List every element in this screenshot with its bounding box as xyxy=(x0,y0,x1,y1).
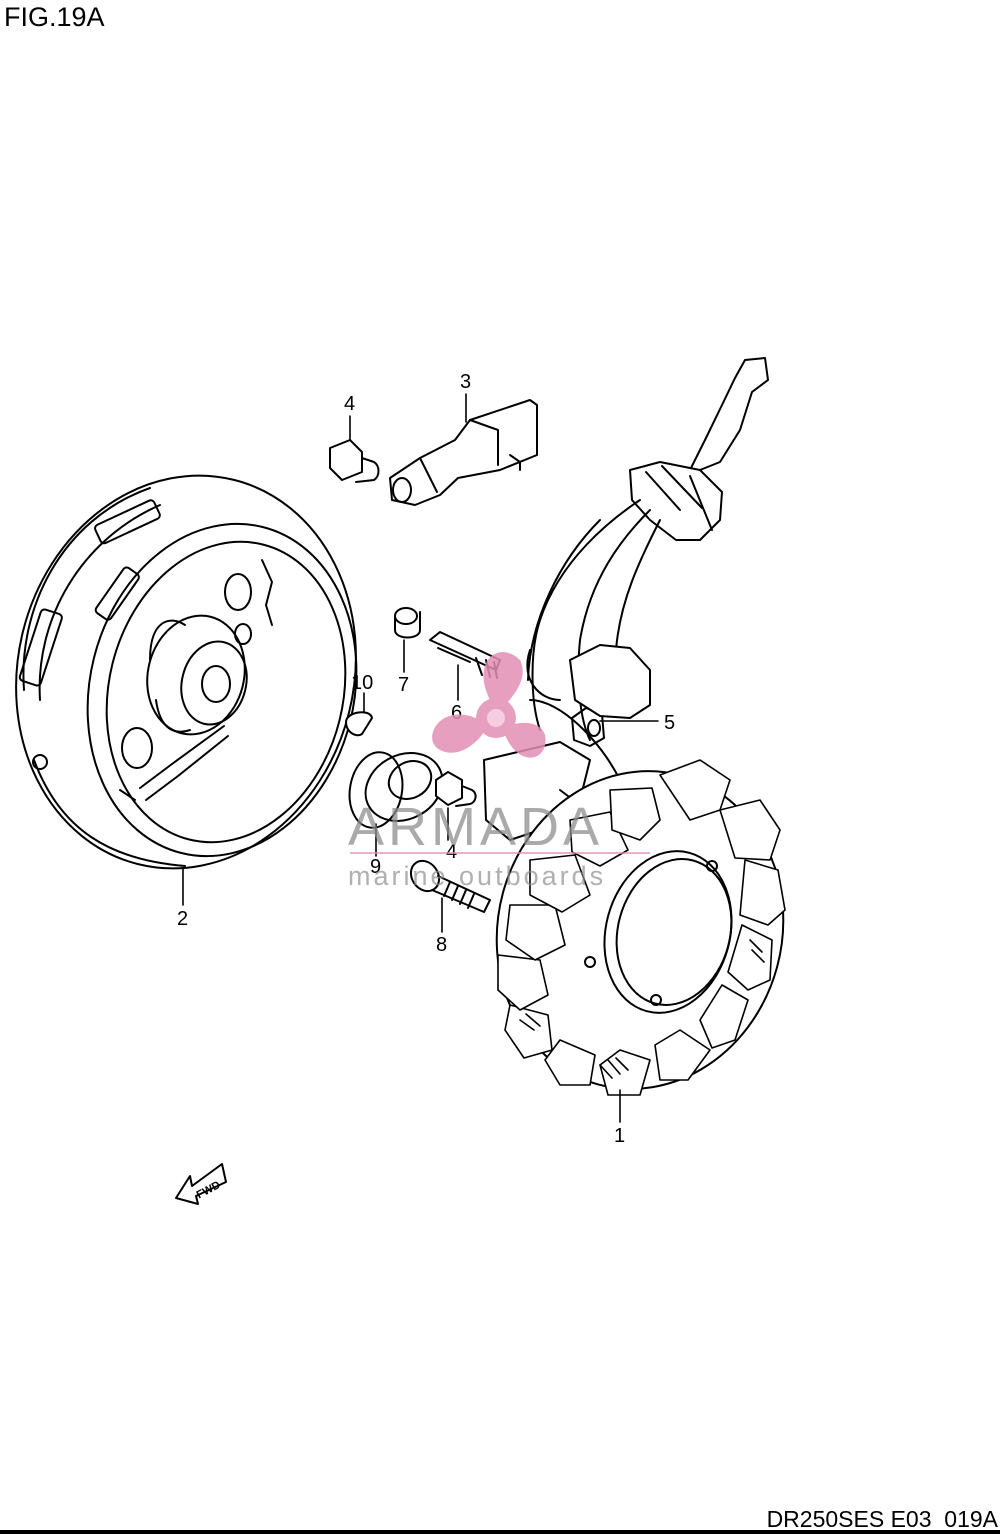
woodruff-key xyxy=(345,711,373,737)
callout-2: 2 xyxy=(177,908,188,930)
footer-rule xyxy=(0,1530,1000,1534)
watermark: ARMADA marine outboards xyxy=(348,652,650,891)
callout-9: 9 xyxy=(370,856,381,878)
callout-6: 6 xyxy=(451,702,462,724)
figure-title: FIG.19A xyxy=(4,2,105,32)
propeller-logo xyxy=(432,652,546,758)
callout-leaders xyxy=(182,393,659,1123)
watermark-rule xyxy=(350,852,650,854)
spacer-bushing xyxy=(348,751,444,829)
callout-8: 8 xyxy=(436,934,447,956)
callout-10: 10 xyxy=(351,672,373,694)
stator-assembly xyxy=(483,357,786,1096)
callout-5: 5 xyxy=(664,712,675,734)
washer xyxy=(394,607,421,639)
callout-4-upper: 4 xyxy=(344,393,355,415)
wire-clamp-bracket xyxy=(389,399,538,506)
flange-bolt xyxy=(409,859,491,913)
watermark-brand: ARMADA xyxy=(348,797,603,857)
watermark-tagline: marine outboards xyxy=(348,861,606,891)
diagram-code: DR250SES E03_019A xyxy=(766,1506,998,1532)
callout-3: 3 xyxy=(460,371,471,393)
forward-direction-arrow: FWD xyxy=(175,1163,227,1205)
rotor-flywheel xyxy=(15,474,358,870)
screw-upper xyxy=(329,439,380,483)
callout-1: 1 xyxy=(614,1125,625,1147)
screw-lower xyxy=(435,771,477,807)
callout-7: 7 xyxy=(398,674,409,696)
